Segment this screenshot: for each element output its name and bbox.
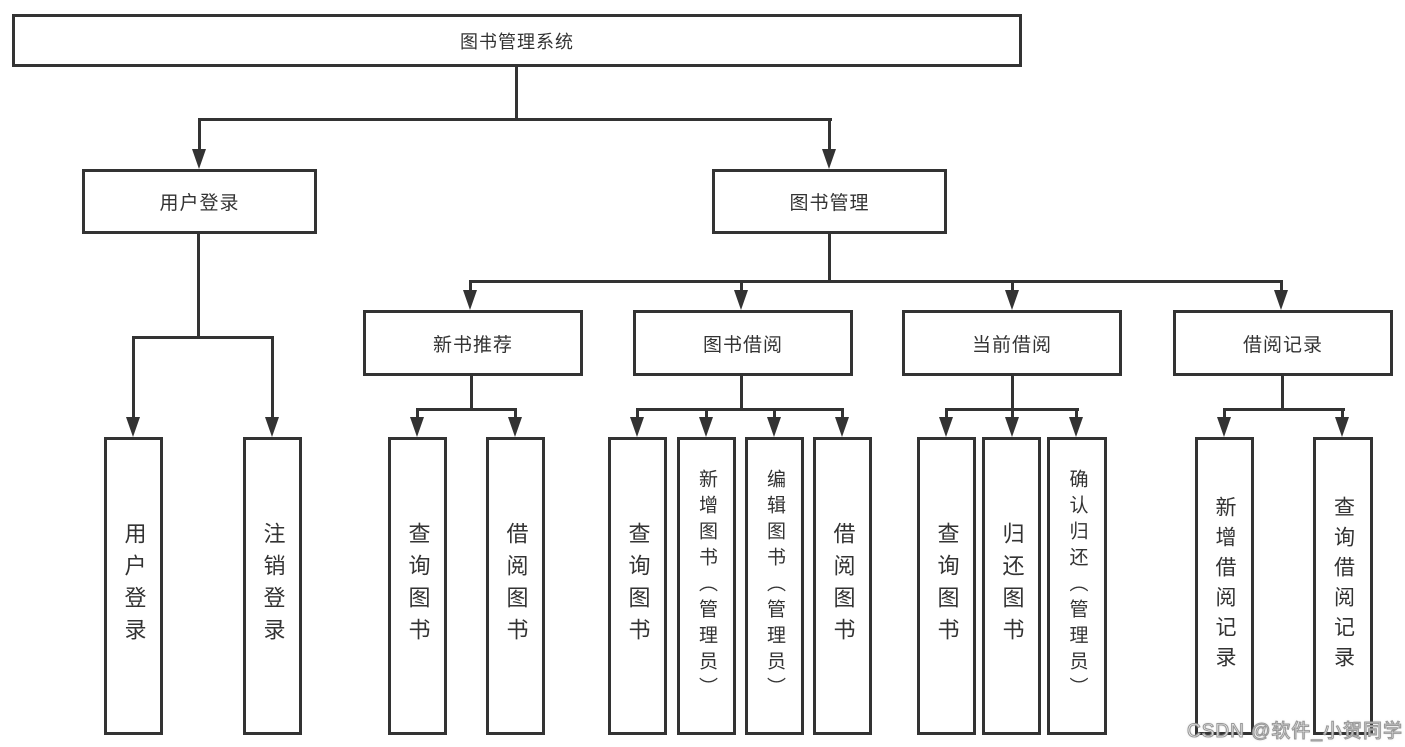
arrow-down-icon: [265, 417, 279, 437]
leaf-label: 编辑图书（管理员）: [764, 469, 785, 703]
connector-line: [705, 408, 708, 419]
node-label: 借阅记录: [1242, 334, 1323, 356]
leaf-label: 查询借阅记录: [1331, 496, 1355, 676]
node-label: 用户登录: [159, 193, 240, 214]
connector-line: [470, 376, 473, 408]
arrow-down-icon: [508, 417, 522, 437]
connector-line: [1341, 408, 1344, 419]
connector-line: [636, 408, 844, 411]
node-current-borrowing: 当前借阅: [902, 310, 1122, 376]
leaf-label: 归还图书: [999, 522, 1025, 650]
arrow-down-icon: [767, 417, 781, 437]
connector-line: [1011, 376, 1014, 408]
leaf-label: 查询图书: [934, 522, 960, 650]
leaf-logout: 注销登录: [243, 437, 302, 735]
leaf-label: 借阅图书: [503, 522, 529, 650]
csdn-watermark: CSDN @软件_小贺同学: [1186, 720, 1403, 742]
connector-line: [1223, 408, 1345, 411]
arrow-down-icon: [1274, 290, 1288, 310]
node-library-management-system: 图书管理系统: [12, 14, 1022, 67]
connector-line: [945, 408, 948, 419]
leaf-label: 用户登录: [121, 522, 147, 650]
leaf-label: 新增借阅记录: [1213, 496, 1236, 676]
connector-line: [1011, 408, 1014, 419]
node-new-book-recommend: 新书推荐: [363, 310, 583, 376]
leaf-recommend-borrow-books: 借阅图书: [486, 437, 545, 735]
leaf-edit-books-admin: 编辑图书（管理员）: [745, 437, 804, 735]
connector-line: [636, 408, 639, 419]
leaf-label: 新增图书（管理员）: [696, 469, 717, 703]
arrow-down-icon: [835, 417, 849, 437]
node-label: 新书推荐: [432, 334, 513, 356]
node-label: 当前借阅: [971, 334, 1052, 356]
leaf-user-login: 用户登录: [104, 437, 163, 735]
leaf-label: 确认归还（管理员）: [1066, 469, 1088, 703]
leaf-confirm-return-admin: 确认归还（管理员）: [1047, 437, 1107, 735]
connector-line: [416, 408, 419, 419]
node-book-borrowing: 图书借阅: [633, 310, 853, 376]
leaf-add-borrow-record: 新增借阅记录: [1195, 437, 1254, 735]
leaf-borrowing-borrow-books: 借阅图书: [813, 437, 872, 735]
connector-line: [271, 336, 274, 419]
node-label: 图书管理系统: [460, 31, 574, 52]
connector-line: [416, 408, 517, 411]
arrow-down-icon: [1005, 417, 1019, 437]
leaf-label: 查询图书: [625, 522, 651, 650]
node-label: 图书管理: [789, 193, 870, 214]
connector-line: [198, 118, 201, 151]
arrow-down-icon: [1005, 290, 1019, 310]
leaf-label: 注销登录: [260, 522, 286, 650]
connector-line: [469, 280, 1283, 283]
node-user-login: 用户登录: [82, 169, 317, 234]
connector-line: [1281, 376, 1284, 408]
connector-line: [828, 118, 831, 151]
connector-line: [132, 336, 274, 339]
connector-line: [132, 336, 135, 419]
leaf-label: 借阅图书: [830, 522, 856, 650]
connector-line: [469, 280, 472, 292]
arrow-down-icon: [822, 149, 836, 169]
connector-line: [1075, 408, 1078, 419]
arrow-down-icon: [463, 290, 477, 310]
arrow-down-icon: [410, 417, 424, 437]
arrow-down-icon: [126, 417, 140, 437]
leaf-current-query-books: 查询图书: [917, 437, 976, 735]
leaf-borrowing-query-books: 查询图书: [608, 437, 667, 735]
arrow-down-icon: [192, 149, 206, 169]
node-book-management: 图书管理: [712, 169, 947, 234]
leaf-add-books-admin: 新增图书（管理员）: [677, 437, 736, 735]
connector-line: [773, 408, 776, 419]
connector-line: [740, 280, 743, 292]
arrow-down-icon: [1069, 417, 1083, 437]
node-label: 图书借阅: [702, 334, 783, 356]
connector-line: [828, 234, 831, 280]
connector-line: [198, 118, 832, 121]
connector-line: [514, 408, 517, 419]
node-borrowing-records: 借阅记录: [1173, 310, 1393, 376]
arrow-down-icon: [630, 417, 644, 437]
connector-line: [515, 67, 518, 118]
connector-line: [1223, 408, 1226, 419]
leaf-label: 查询图书: [405, 522, 431, 650]
connector-line: [1280, 280, 1283, 292]
leaf-query-borrow-record: 查询借阅记录: [1313, 437, 1373, 735]
leaf-recommend-query-books: 查询图书: [388, 437, 447, 735]
connector-line: [740, 376, 743, 408]
connector-line: [197, 234, 200, 336]
connector-line: [1011, 280, 1014, 292]
arrow-down-icon: [939, 417, 953, 437]
arrow-down-icon: [1335, 417, 1349, 437]
leaf-return-books: 归还图书: [982, 437, 1041, 735]
arrow-down-icon: [699, 417, 713, 437]
connector-line: [841, 408, 844, 419]
arrow-down-icon: [734, 290, 748, 310]
arrow-down-icon: [1217, 417, 1231, 437]
